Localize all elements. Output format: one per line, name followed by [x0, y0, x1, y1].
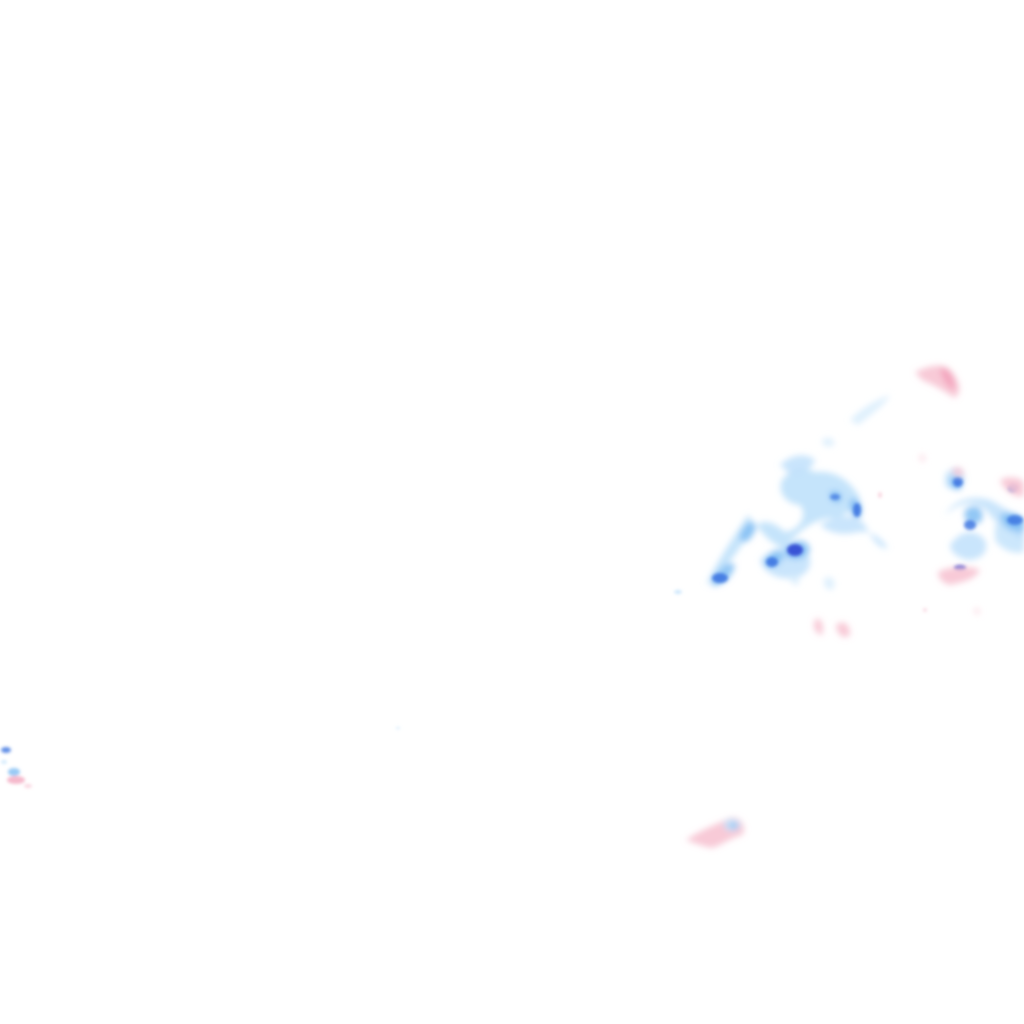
rain-light-region: [945, 497, 1024, 545]
mixed-moderate-region: [940, 367, 955, 390]
mixed-light-region: [919, 454, 926, 462]
rain-light-region: [780, 455, 815, 474]
rain-heavy-core: [853, 503, 861, 517]
rain-light-region: [1, 760, 7, 764]
rain-light-region: [822, 437, 835, 447]
rain-heavy-core: [830, 494, 840, 500]
rain-heavy-core: [712, 573, 728, 583]
mixed-light-region: [7, 776, 25, 784]
rain-light-region: [8, 768, 20, 776]
precip-specks-isolated: [396, 492, 927, 729]
mixed-light-region: [836, 622, 850, 638]
mixed-precip-areas: [813, 365, 1024, 638]
rain-light-region: [396, 727, 400, 729]
rain-light-region: [950, 532, 987, 560]
rain-light-region: [789, 574, 800, 585]
rain-moderate-region: [740, 522, 756, 542]
rain-light-region: [823, 577, 835, 590]
rain-light-region: [820, 516, 888, 549]
rain-heavy-core: [964, 520, 976, 530]
mixed-light-region: [878, 492, 882, 498]
rain-heavy-core: [953, 477, 963, 487]
precip-cell-south: [686, 817, 745, 848]
rain-light-region: [706, 468, 860, 585]
mixed-light-region: [974, 607, 980, 615]
rain-moderate-region: [964, 506, 983, 525]
precip-specks-west: [1, 747, 32, 788]
rain-heavy-core: [1007, 515, 1023, 525]
rain-light-region: [674, 590, 682, 594]
mixed-light-region: [923, 608, 927, 612]
rain-light-region: [850, 395, 890, 425]
mixed-light-region: [952, 467, 964, 477]
mixed-light-region: [1000, 477, 1024, 497]
rain-moderate-region: [1, 747, 11, 753]
mixed-light-region: [813, 618, 823, 635]
rain-heavy-core: [766, 557, 778, 567]
mixed-light-region: [938, 566, 980, 585]
rain-moderate-region: [731, 823, 737, 829]
mixed-light-region: [24, 784, 32, 788]
rain-heavy-core: [787, 544, 803, 556]
